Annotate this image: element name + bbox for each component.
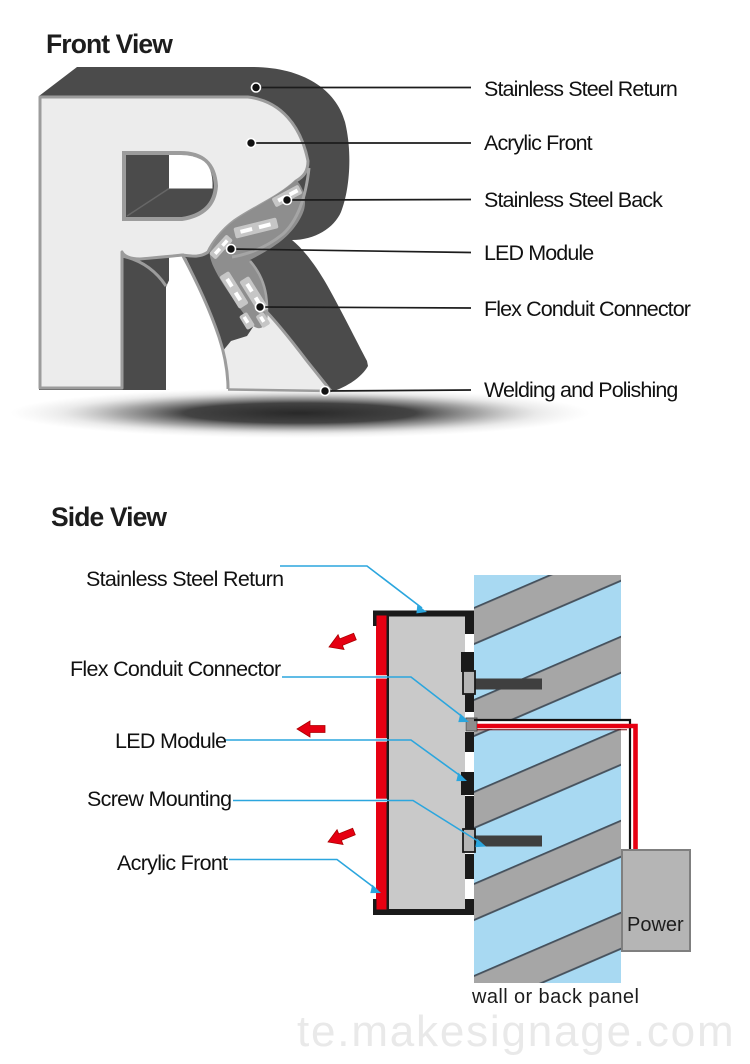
- svg-text:Flex Conduit Connector: Flex Conduit Connector: [484, 297, 691, 321]
- svg-text:LED Module: LED Module: [484, 241, 593, 265]
- svg-text:Side View: Side View: [51, 502, 167, 532]
- svg-text:Power: Power: [627, 914, 684, 936]
- svg-text:Stainless Steel Return: Stainless Steel Return: [484, 77, 677, 101]
- svg-text:Acrylic Front: Acrylic Front: [117, 851, 228, 875]
- svg-text:Front View: Front View: [46, 29, 173, 59]
- svg-text:te.makesignage.com: te.makesignage.com: [297, 1007, 735, 1056]
- svg-text:Stainless Steel Return: Stainless Steel Return: [86, 567, 283, 591]
- svg-text:Acrylic Front: Acrylic Front: [484, 131, 593, 155]
- svg-text:wall or back panel: wall or back panel: [471, 986, 639, 1008]
- svg-text:Screw Mounting: Screw Mounting: [87, 787, 231, 811]
- svg-text:Stainless Steel Back: Stainless Steel Back: [484, 188, 663, 212]
- svg-text:Flex Conduit Connector: Flex Conduit Connector: [70, 657, 281, 681]
- svg-text:LED Module: LED Module: [115, 729, 226, 753]
- svg-text:Welding and Polishing: Welding and Polishing: [484, 378, 677, 402]
